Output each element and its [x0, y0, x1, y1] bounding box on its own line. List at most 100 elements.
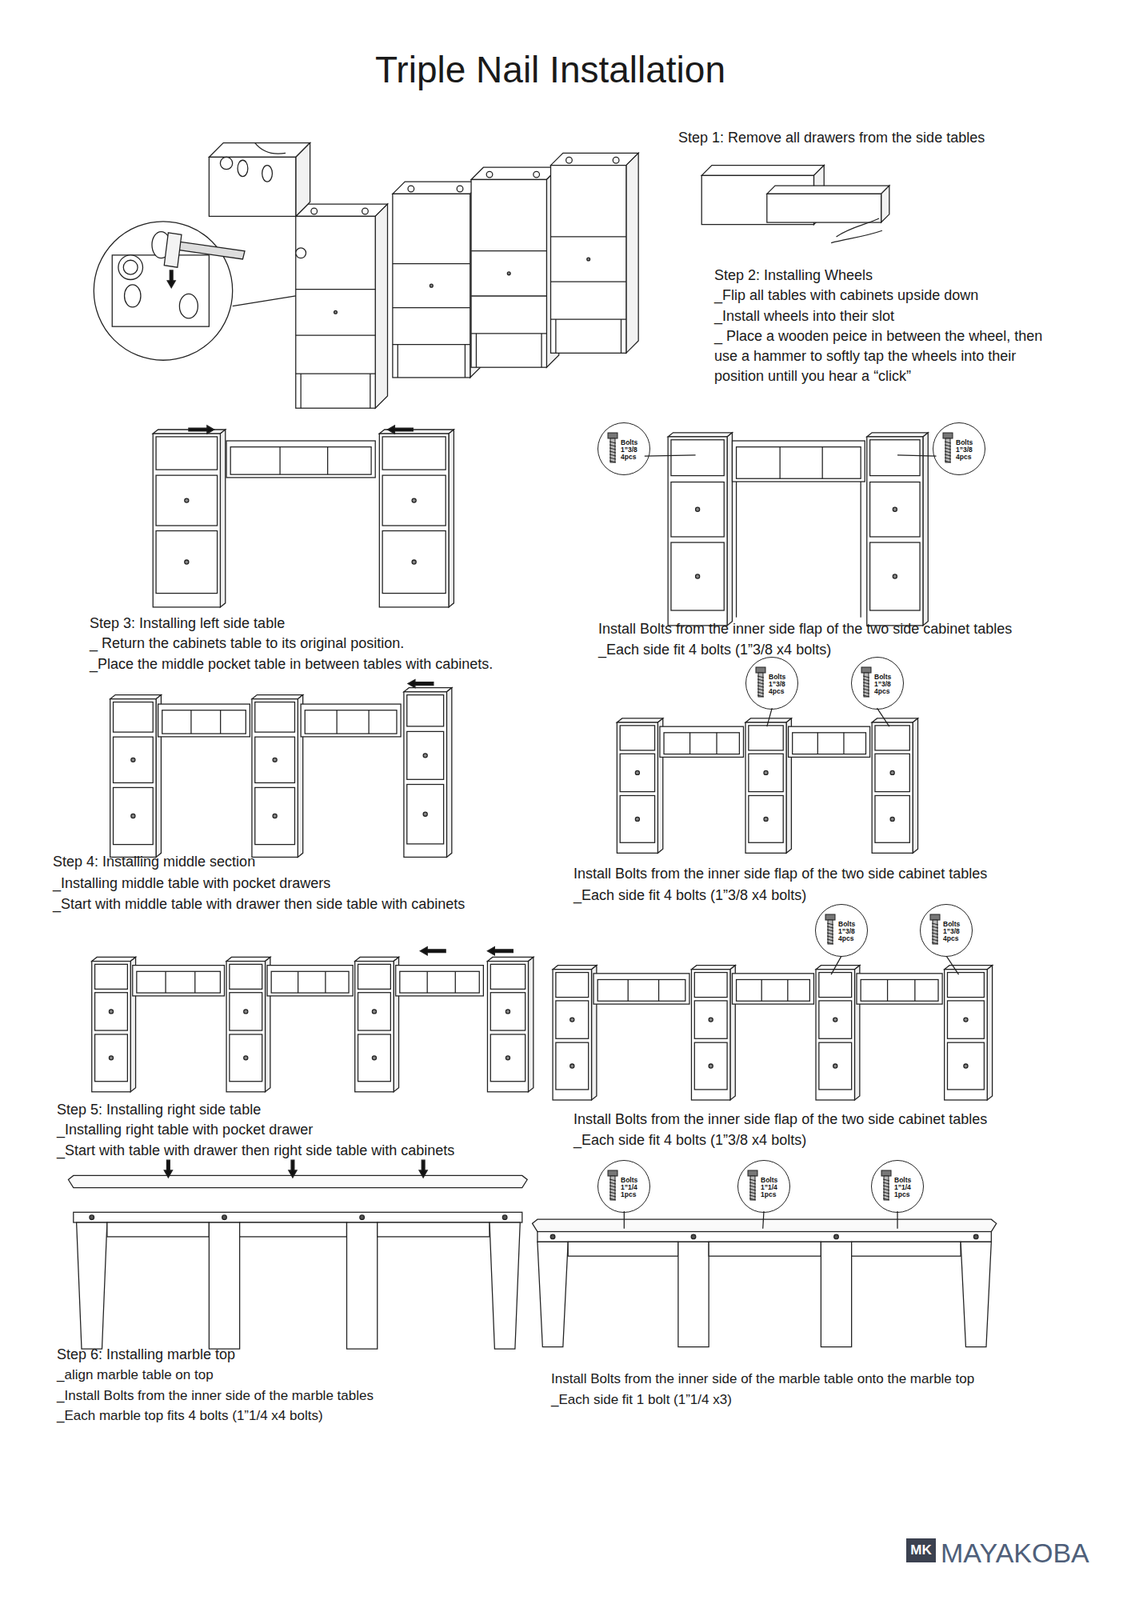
- table-leg: [820, 1241, 852, 1347]
- brand-name: MAYAKOBA: [940, 1536, 1090, 1569]
- bolt-icon: [746, 1169, 760, 1203]
- bolt-callout: Bolts 1”1/4 1pcs: [597, 1159, 651, 1213]
- box-front: [551, 165, 627, 354]
- bolt-thread: [749, 1191, 756, 1194]
- pocket-divider: [843, 732, 844, 755]
- leader-line: [644, 455, 696, 456]
- bolt-hole: [222, 1214, 228, 1220]
- bolt-thread: [609, 451, 616, 453]
- pocket-divider: [297, 971, 299, 993]
- pocket-table: [856, 973, 943, 1004]
- move-arrow: [419, 1159, 428, 1178]
- bolt-thread: [827, 932, 834, 935]
- bolt-thread: [749, 1194, 756, 1197]
- table-leg: [347, 1222, 378, 1349]
- step-text: Install Bolts from the inner side flap o…: [598, 619, 1012, 640]
- callout-text: Bolts 1”1/4 1pcs: [894, 1176, 920, 1199]
- pocket-divider: [164, 971, 166, 993]
- pocket-inner: [162, 710, 247, 734]
- bolt-callout: Bolts 1”3/8 4pcs: [815, 903, 868, 957]
- bolt-thread: [863, 695, 870, 697]
- drawer-knob: [763, 770, 768, 775]
- table-leg: [208, 1222, 240, 1349]
- brand-logo: MK: [906, 1538, 936, 1563]
- drawer-knob: [108, 1055, 113, 1060]
- shelf-line: [540, 333, 542, 368]
- pocket-divider: [219, 710, 221, 734]
- drawer-line: [295, 334, 376, 336]
- bolt-thread: [931, 926, 939, 928]
- pocket-divider: [887, 979, 888, 1001]
- drawer-knob: [243, 1055, 248, 1060]
- step-text: _Each side fit 1 bolt (1”1/4 x3): [551, 1389, 732, 1410]
- bolt-thread: [609, 460, 616, 463]
- cabinet-side: [987, 965, 992, 1100]
- apron: [567, 1241, 679, 1256]
- pocket-table: [226, 440, 376, 478]
- bolt-thread: [827, 939, 834, 941]
- step-heading: Step 5: Installing right side table: [56, 1099, 261, 1120]
- bolt-thread: [609, 1191, 616, 1194]
- cabinet-top: [616, 718, 663, 723]
- callout-text: Bolts 1”3/8 4pcs: [768, 673, 794, 696]
- bolt-hole: [691, 1234, 696, 1239]
- bolt-thread: [931, 923, 939, 925]
- drawer: [870, 542, 920, 611]
- drawer-knob: [272, 813, 277, 818]
- pocket-divider: [715, 732, 717, 755]
- drawer: [95, 1034, 128, 1082]
- drawer: [255, 736, 296, 783]
- apron: [377, 1222, 490, 1237]
- cabinet-cubby: [407, 695, 444, 727]
- bolt-shank: [945, 438, 951, 463]
- step-text: _Flip all tables with cabinets upside do…: [714, 285, 979, 306]
- cabinet-body: [487, 961, 528, 1092]
- bolt-thread: [883, 1188, 890, 1191]
- cabinet-body: [944, 969, 988, 1100]
- callout-text: Bolts 1”3/8 4pcs: [874, 673, 900, 696]
- table-leg: [678, 1241, 709, 1347]
- step-text: Install Bolts from the inner side flap o…: [573, 1109, 988, 1130]
- shelf-line: [555, 319, 556, 353]
- drawer-knob: [708, 1063, 713, 1068]
- apron: [708, 1241, 821, 1256]
- drawer-knob: [833, 1063, 838, 1068]
- drawer: [819, 1000, 852, 1039]
- cabinet-cubby: [555, 972, 589, 998]
- leader-line: [946, 955, 959, 975]
- wheel-slot: [407, 185, 415, 192]
- wheel-slot: [566, 156, 573, 164]
- cabinet-top: [110, 695, 162, 700]
- bolt-thread: [944, 447, 952, 450]
- box-top: [392, 181, 483, 194]
- wheel-slot: [456, 185, 464, 192]
- leader-line: [896, 1210, 898, 1229]
- table-leg-line: [859, 481, 861, 618]
- drawer-knob: [507, 271, 511, 276]
- bolt-thread: [944, 441, 952, 444]
- bolt-shank: [610, 1175, 616, 1200]
- drawer: [819, 1042, 852, 1090]
- bolt-thread: [609, 444, 616, 447]
- drawer: [748, 753, 784, 792]
- drawer-knob: [505, 1009, 510, 1014]
- cabinet-body: [667, 436, 728, 626]
- cabinet-cubby: [490, 963, 525, 989]
- wheel-slot: [533, 171, 540, 178]
- drawer-knob: [890, 816, 895, 821]
- cabinet-side: [727, 432, 732, 626]
- cabinet-body: [226, 961, 265, 1092]
- move-arrow: [419, 947, 446, 956]
- drawer: [875, 795, 910, 843]
- drawer-knob: [131, 757, 136, 762]
- drawer: [694, 1042, 728, 1090]
- drawer: [671, 482, 724, 537]
- pocket-table: [158, 703, 251, 737]
- drawer: [490, 992, 525, 1031]
- drawer: [555, 1042, 589, 1090]
- bolt-hole: [973, 1234, 979, 1239]
- cabinet-side: [448, 429, 454, 608]
- bolt-shank: [863, 672, 869, 697]
- box-top: [767, 185, 890, 194]
- drawer-line: [551, 318, 627, 320]
